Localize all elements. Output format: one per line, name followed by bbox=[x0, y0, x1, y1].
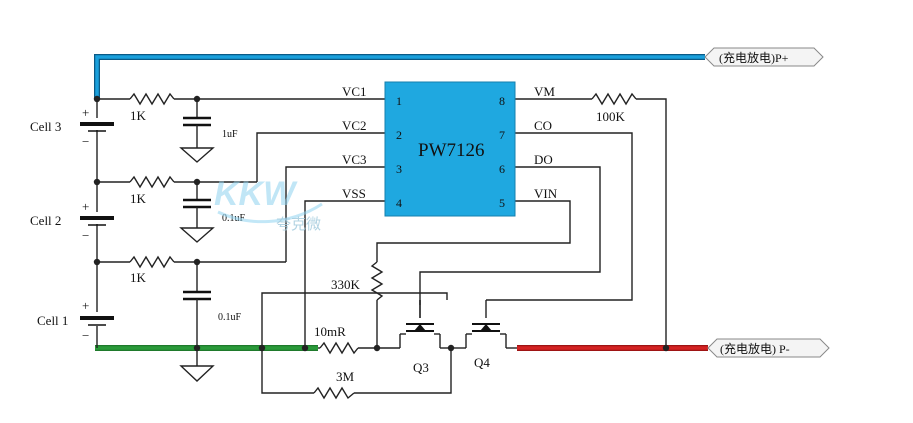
terminal-p-plus: (充电放电)P+ bbox=[704, 47, 824, 67]
r3-label: 1K bbox=[130, 270, 147, 285]
cell-2-minus: − bbox=[82, 228, 89, 243]
q3-gate-do bbox=[419, 166, 601, 318]
cell-1-plus: + bbox=[82, 298, 89, 313]
pin-8-label: VM bbox=[534, 84, 555, 99]
cell-1 bbox=[80, 316, 114, 326]
r2-label: 1K bbox=[130, 191, 147, 206]
chip-name: PW7126 bbox=[418, 140, 485, 161]
vc1-network bbox=[97, 92, 385, 163]
vc3-network bbox=[97, 166, 385, 382]
junction-dots bbox=[93, 95, 670, 352]
r-vm-label: 100K bbox=[596, 109, 626, 124]
cell-1-minus: − bbox=[82, 328, 89, 343]
pin-2-number: 2 bbox=[396, 128, 402, 142]
pin-2-label: VC2 bbox=[342, 118, 367, 133]
q3-mosfet bbox=[399, 300, 451, 349]
p-plus-trace bbox=[94, 54, 705, 99]
cell-2 bbox=[80, 216, 114, 226]
terminal-p-minus: (充电放电) P- bbox=[707, 338, 830, 358]
cell-3 bbox=[80, 122, 114, 132]
vc2-network bbox=[97, 132, 385, 243]
cell-2-plus: + bbox=[82, 199, 89, 214]
r-bias-label: 3M bbox=[336, 369, 355, 384]
chip-body bbox=[384, 81, 516, 217]
pin-6-label: DO bbox=[534, 152, 553, 167]
cell-3-label: Cell 3 bbox=[30, 119, 61, 134]
pin-7-label: CO bbox=[534, 118, 552, 133]
sense-resistor bbox=[318, 341, 400, 355]
watermark-text: KKW bbox=[214, 175, 298, 213]
cell-3-plus: + bbox=[82, 105, 89, 120]
cell-2-label: Cell 2 bbox=[30, 213, 61, 228]
pin-3-number: 3 bbox=[396, 162, 402, 176]
pin-4-label: VSS bbox=[342, 186, 366, 201]
pin-8-number: 8 bbox=[499, 94, 505, 108]
r1-label: 1K bbox=[130, 108, 147, 123]
r-sense-label: 10mR bbox=[314, 324, 346, 339]
q4-mosfet bbox=[451, 300, 517, 349]
cell-1-label: Cell 1 bbox=[37, 313, 68, 328]
watermark-subtitle: 夸克微 bbox=[276, 216, 321, 233]
vm-network bbox=[515, 92, 667, 348]
pin-4-number: 4 bbox=[396, 196, 402, 210]
q3-label: Q3 bbox=[413, 360, 429, 375]
terminal-p-plus-label: (充电放电)P+ bbox=[719, 50, 789, 65]
pin-5-label: VIN bbox=[534, 186, 558, 201]
pin-5-number: 5 bbox=[499, 196, 505, 210]
pin-6-number: 6 bbox=[499, 162, 505, 176]
pin-7-number: 7 bbox=[499, 128, 505, 142]
q4-gate-co bbox=[486, 132, 633, 301]
vin-network bbox=[370, 200, 571, 348]
q4-label: Q4 bbox=[474, 355, 490, 370]
r-vin-label: 330K bbox=[331, 277, 361, 292]
cell-3-minus: − bbox=[82, 134, 89, 149]
c3-label: 0.1uF bbox=[218, 312, 242, 323]
pin-1-number: 1 bbox=[396, 94, 402, 108]
pin-1-label: VC1 bbox=[342, 84, 367, 99]
pin-3-label: VC3 bbox=[342, 152, 367, 167]
c1-label: 1uF bbox=[222, 129, 238, 140]
watermark-logo: KKW 夸克微 bbox=[214, 175, 323, 233]
terminal-p-minus-label: (充电放电) P- bbox=[720, 341, 790, 356]
vss-wiring bbox=[261, 200, 452, 400]
